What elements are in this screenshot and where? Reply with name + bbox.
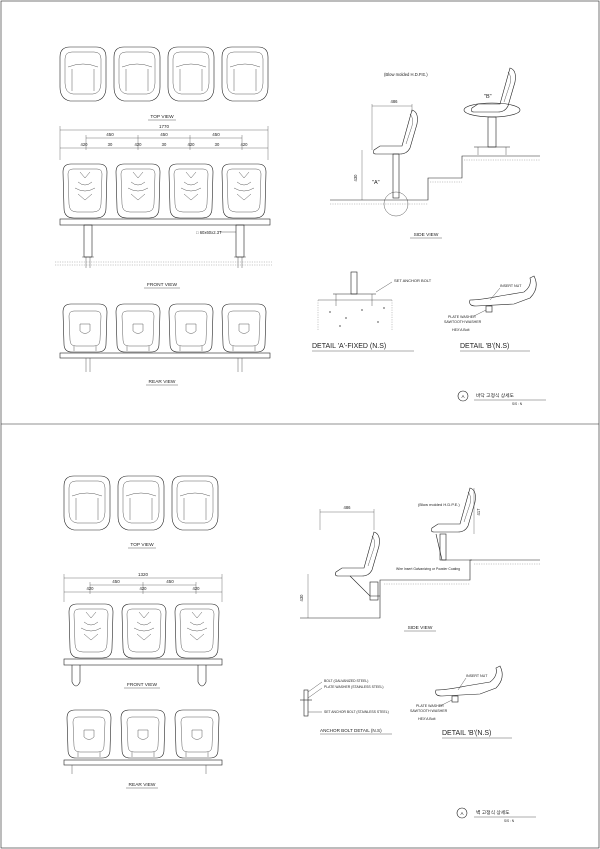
lower-title-text: 벽 고정식 상세도 (476, 809, 510, 816)
upper-dim-w2: 420 (135, 142, 143, 147)
upper-callout-a: "A" (372, 180, 380, 186)
upper-top-view: TOP VIEW (59, 46, 269, 121)
upper-title-block: A 바닥 고정식 상세도 S/S : N (457, 390, 546, 406)
upper-title-scale: S/S : N (512, 402, 523, 406)
lower-bolt-note1: BOLT (GALVANIZED STEEL) (324, 679, 368, 683)
lower-dimensions: 1320 450 450 420 420 420 (63, 572, 223, 602)
lower-side-height: 430 (299, 594, 304, 602)
lower-front-view-label: FRONT VIEW (127, 682, 157, 688)
upper-title-circle: A (461, 394, 464, 399)
upper-insert-nut: INSERT NUT (500, 284, 522, 288)
lower-bolt-note2: PLATE WASHER (STAINLESS STEEL) (324, 685, 383, 689)
upper-dimensions: 1770 450 450 450 420 30 420 30 420 30 42… (59, 124, 269, 160)
upper-dim-pitch1: 450 (106, 132, 114, 137)
lower-sawtooth-washer: SAWTOOTH WASHER (410, 709, 448, 713)
upper-plate-washer: PLATE WASHER (448, 315, 476, 319)
lower-plate-washer: PLATE WASHER (416, 704, 444, 708)
lower-title-scale: S/S : N (504, 819, 515, 823)
upper-dim-pitch3: 450 (212, 132, 220, 137)
lower-rear-view-label: REAR VIEW (129, 782, 156, 788)
upper-front-view: □ 60x60x2.3T FRONT VIEW (55, 163, 272, 289)
upper-dim-pitch2: 450 (160, 132, 168, 137)
upper-dim-w3: 420 (188, 142, 196, 147)
lower-insert-nut: INSERT NUT (466, 674, 488, 678)
upper-side-view: (Blow molded H.D.P.E.) "B" 486 430 "A" (330, 67, 540, 239)
upper-side-width: 486 (391, 99, 399, 104)
upper-side-view-label: SIDE VIEW (414, 232, 439, 238)
lower-blow-note: (Blow molded H.D.P.E.) (418, 502, 460, 507)
upper-blow-note: (Blow molded H.D.P.E.) (384, 72, 428, 77)
upper-hexa-bolt: HEX'A Bolt (452, 328, 469, 332)
lower-dim-w2: 420 (140, 586, 148, 591)
lower-top-view-label: TOP VIEW (130, 542, 154, 548)
lower-wire-note: Wire Insert Galvanizing or Powder Coatin… (396, 567, 460, 571)
lower-drawing: TOP VIEW 1320 450 450 420 420 420 (63, 475, 540, 823)
lower-back-height: 417 (476, 508, 481, 516)
lower-title-block: A 벽 고정식 상세도 S/S : N (456, 807, 536, 823)
upper-rear-view-label: REAR VIEW (149, 379, 176, 385)
upper-anchor-note: SET ANCHOR BOLT (394, 278, 432, 283)
lower-top-view: TOP VIEW (63, 475, 219, 549)
lower-dim-pitch2: 450 (166, 579, 174, 584)
lower-title-circle: A (460, 811, 463, 816)
upper-dim-g1: 30 (108, 142, 113, 147)
upper-drawing: TOP VIEW 1770 450 450 450 420 30 420 30 … (55, 46, 546, 406)
lower-side-view: (Blow molded H.D.P.E.) 417 486 430 Wire … (299, 487, 540, 632)
lower-side-view-label: SIDE VIEW (408, 625, 433, 631)
lower-anchor-detail: BOLT (GALVANIZED STEEL) PLATE WASHER (ST… (300, 679, 392, 735)
lower-bolt-note3: SET ANCHOR BOLT (STAINLESS STEEL) (324, 710, 389, 714)
upper-detail-b: INSERT NUT PLATE WASHER SAWTOOTH WASHER … (444, 275, 537, 352)
upper-dim-w1: 420 (81, 142, 89, 147)
upper-detail-a-title: DETAIL 'A'-FIXED (N.S) (312, 343, 386, 350)
upper-detail-b-title: DETAIL 'B'(N.S) (460, 343, 509, 350)
upper-dim-overall: 1770 (159, 124, 170, 129)
upper-sawtooth-washer: SAWTOOTH WASHER (444, 320, 482, 324)
lower-detail-b: INSERT NUT PLATE WASHER SAWTOOTH WASHER … (410, 665, 512, 739)
upper-callout-b: "B" (484, 94, 492, 100)
upper-dim-g3: 30 (215, 142, 220, 147)
lower-hexa-bolt: HEX'A Bolt (418, 717, 435, 721)
upper-side-height: 430 (353, 174, 358, 182)
lower-dim-pitch1: 450 (112, 579, 120, 584)
upper-title-text: 바닥 고정식 상세도 (476, 392, 515, 399)
lower-detail-b-title: DETAIL 'B'(N.S) (442, 730, 491, 737)
lower-dim-w1: 420 (87, 586, 95, 591)
lower-front-view: FRONT VIEW (63, 603, 223, 689)
lower-rear-view: REAR VIEW (63, 709, 223, 789)
upper-rear-view: REAR VIEW (59, 303, 271, 386)
upper-detail-a: SET ANCHOR BOLT DETAIL 'A'-FIXED (N.S) (312, 271, 432, 352)
upper-dim-g2: 30 (162, 142, 167, 147)
upper-front-view-label: FRONT VIEW (147, 282, 177, 288)
lower-dim-overall: 1320 (138, 572, 149, 577)
upper-pipe-note: □ 60x60x2.3T (196, 230, 222, 235)
lower-anchor-detail-title: ANCHOR BOLT DETAIL (N.S) (320, 728, 382, 733)
lower-dim-w3: 420 (193, 586, 201, 591)
lower-side-width: 486 (344, 505, 352, 510)
upper-top-view-label: TOP VIEW (150, 114, 174, 120)
upper-dim-w4: 420 (241, 142, 249, 147)
